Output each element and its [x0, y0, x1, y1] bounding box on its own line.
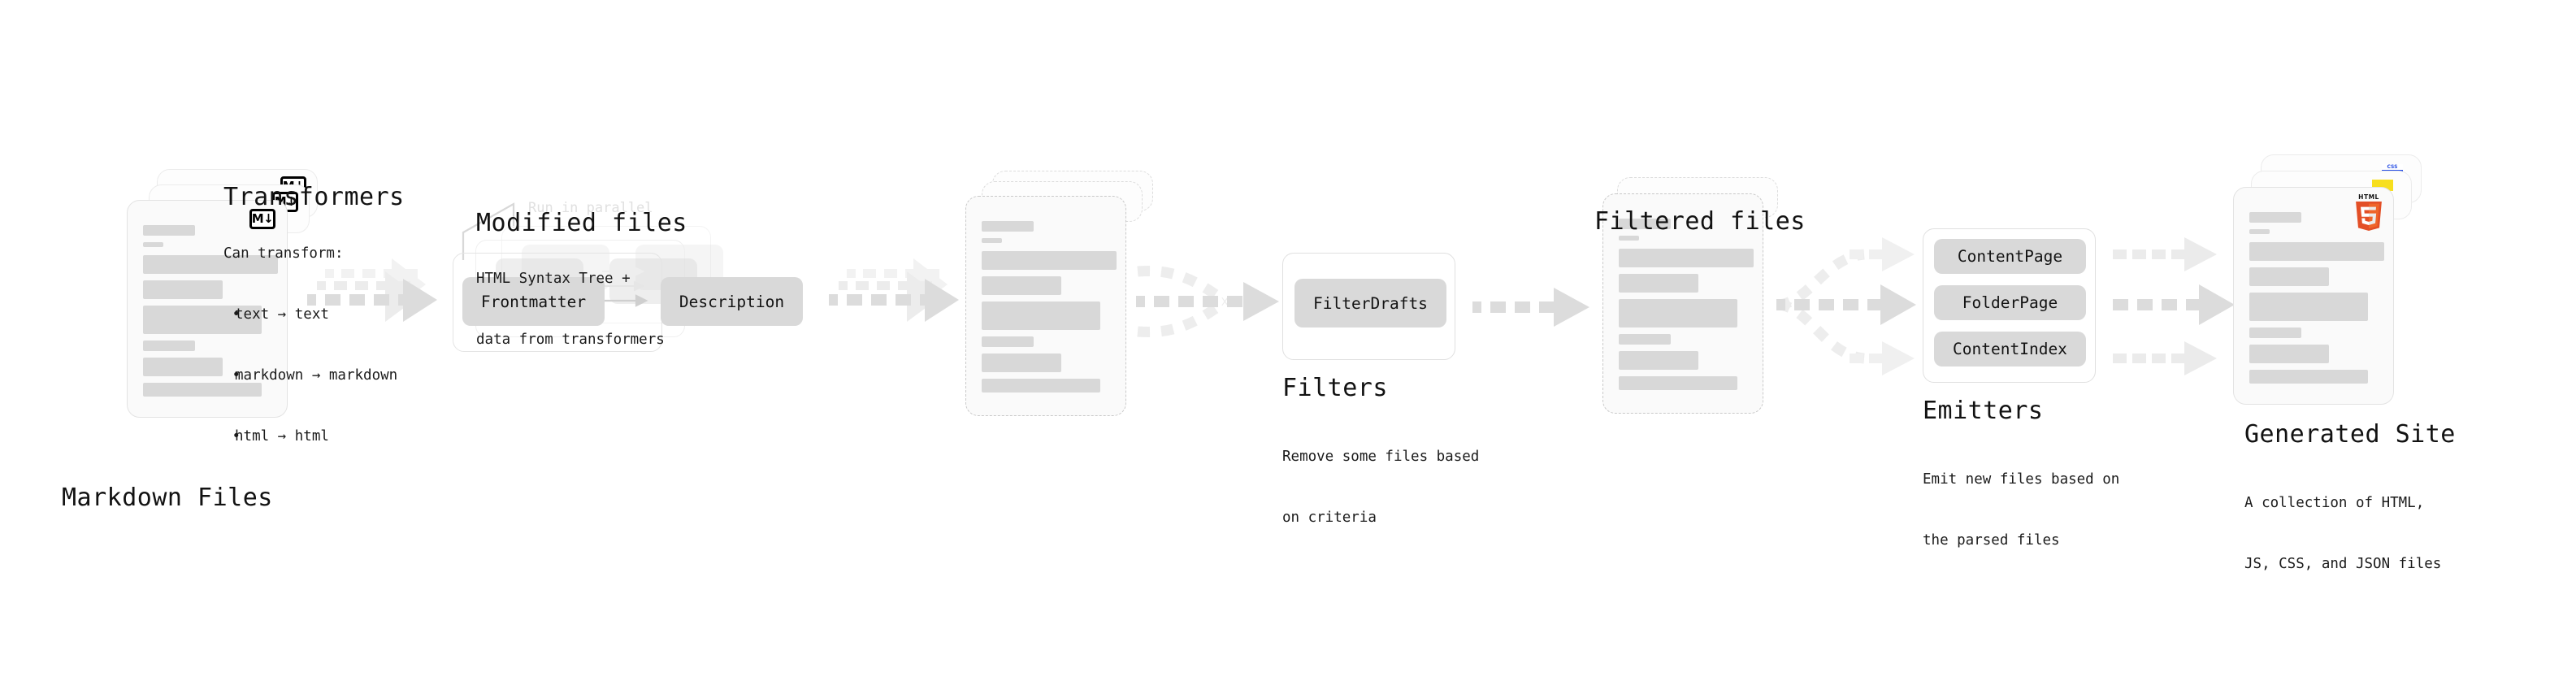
html5-shield-icon: [2356, 201, 2382, 231]
arrow-markdown-to-transformers: [307, 258, 437, 333]
placeholder-bar: [982, 354, 1061, 372]
filters-title: Filters: [1282, 374, 1388, 402]
placeholder-bar: [982, 336, 1034, 347]
emitter-node-contentpage[interactable]: ContentPage: [1934, 239, 2086, 274]
modified-files-description: HTML Syntax Tree + data from transformer…: [476, 228, 665, 391]
placeholder-bar: [982, 238, 1002, 243]
generated-site-description: A collection of HTML, JS, CSS, and JSON …: [2244, 453, 2441, 615]
emitters-title: Emitters: [1923, 397, 2044, 425]
run-in-parallel-connector: [462, 202, 515, 260]
transformers-desc-line: Can transform:: [223, 245, 344, 262]
emitters-description: Emit new files based on the parsed files: [1923, 429, 2119, 592]
placeholder-bar: [982, 301, 1100, 330]
placeholder-bar: [143, 280, 223, 299]
placeholder-bar: [2249, 229, 2270, 234]
placeholder-bar: [2249, 212, 2301, 223]
arrow-emitters-to-generated: [2113, 233, 2255, 375]
arrow-filters-to-filtered: [1472, 288, 1594, 332]
modified-desc-line-1: HTML Syntax Tree +: [476, 271, 631, 287]
transformers-title: Transformers: [223, 183, 405, 211]
placeholder-bar: [982, 276, 1061, 295]
generated-card-front: HTML: [2233, 187, 2394, 405]
placeholder-bar: [143, 225, 195, 236]
arrow-filtered-to-emitters: [1776, 233, 1939, 375]
transformers-bullet-2: •markdown → markdown: [223, 367, 398, 384]
filtered-files-title: Filtered files: [1594, 207, 1806, 236]
placeholder-bar: [1619, 236, 1639, 241]
filters-desc-line-1: Remove some files based: [1282, 449, 1480, 465]
modified-card-front: [965, 196, 1126, 416]
placeholder-bar: [982, 221, 1034, 232]
transformers-description: Can transform: •text → text •markdown → …: [223, 203, 397, 488]
placeholder-bar: [1619, 219, 1671, 229]
transformer-node-frontmatter[interactable]: Frontmatter: [462, 277, 605, 326]
filtered-placeholder-bars: [1619, 219, 1754, 397]
generated-site-title: Generated Site: [2244, 420, 2456, 449]
markdown-badge: M↓: [249, 209, 275, 229]
modified-desc-line-2: data from transformers: [476, 332, 665, 348]
emitters-panel: ContentPage FolderPage ContentIndex: [1923, 228, 2096, 383]
filter-node-filterdrafts[interactable]: FilterDrafts: [1295, 279, 1446, 327]
arrow-modified-to-filters: [1136, 258, 1290, 348]
placeholder-bar: [143, 306, 262, 334]
placeholder-bar: [2249, 242, 2384, 261]
markdown-card-front: M↓: [127, 200, 288, 418]
placeholder-bar: [143, 255, 278, 274]
filters-description: Remove some files based on criteria: [1282, 406, 1479, 569]
generated-placeholder-bars: [2249, 212, 2384, 390]
run-in-parallel-label: Run in parallel: [528, 200, 653, 216]
modified-files-title: Modified files: [476, 209, 687, 237]
emitter-node-folderpage[interactable]: FolderPage: [1934, 285, 2086, 320]
placeholder-bar: [982, 251, 1117, 270]
placeholder-bar: [982, 379, 1100, 393]
emitters-desc-line-1: Emit new files based on: [1923, 471, 2120, 488]
css-badge-text: CSS: [2382, 164, 2403, 170]
placeholder-bar: [1619, 351, 1698, 370]
emitter-node-contentindex[interactable]: ContentIndex: [1934, 332, 2086, 367]
placeholder-bar: [2249, 327, 2301, 338]
html5-badge: HTML: [2354, 193, 2383, 231]
placeholder-bar: [143, 340, 195, 351]
placeholder-bar: [2249, 293, 2368, 321]
transformer-inner-arrows: [602, 266, 648, 307]
placeholder-bar: [1619, 376, 1737, 390]
placeholder-bar: [143, 383, 262, 397]
markdown-placeholder-bars: [143, 225, 278, 403]
transformer-node-description[interactable]: Description: [661, 277, 803, 326]
placeholder-bar: [143, 358, 223, 376]
placeholder-bar: [1619, 274, 1698, 293]
transformers-bullet-3: •html → html: [223, 428, 329, 445]
filters-panel: FilterDrafts: [1282, 253, 1455, 360]
arrow-transformers-to-modified: [829, 258, 959, 333]
filtered-card-front: [1602, 193, 1763, 414]
placeholder-bar: [2249, 267, 2329, 286]
modified-placeholder-bars: [982, 221, 1117, 399]
placeholder-bar: [143, 242, 163, 247]
emitters-desc-line-2: the parsed files: [1923, 532, 2060, 549]
placeholder-bar: [2249, 370, 2368, 384]
placeholder-bar: [1619, 299, 1737, 327]
placeholder-bar: [2249, 345, 2329, 363]
generated-desc-line-2: JS, CSS, and JSON files: [2244, 556, 2442, 572]
placeholder-bar: [1619, 334, 1671, 345]
html5-badge-wordmark: HTML: [2358, 193, 2379, 201]
markdown-files-title: Markdown Files: [62, 484, 273, 512]
generated-desc-line-1: A collection of HTML,: [2244, 495, 2425, 511]
transformers-bullet-1: •text → text: [223, 306, 329, 323]
placeholder-bar: [1619, 249, 1754, 267]
filters-desc-line-2: on criteria: [1282, 510, 1377, 526]
